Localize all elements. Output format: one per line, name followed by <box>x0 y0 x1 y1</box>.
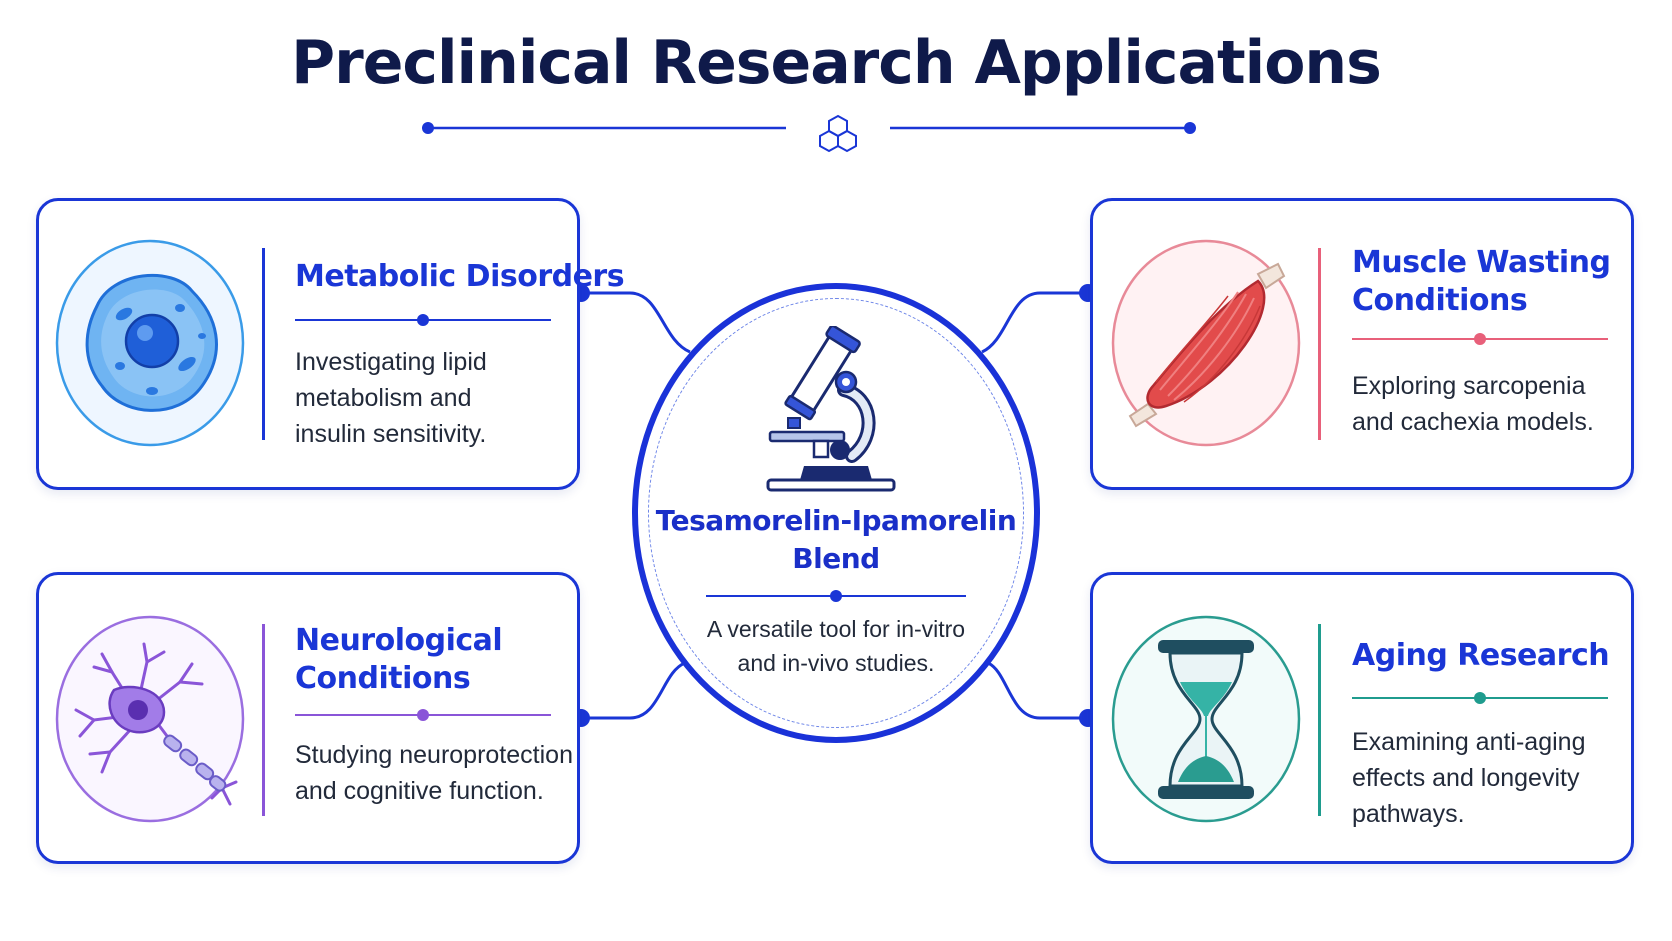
title-rule <box>295 314 551 326</box>
title-rule <box>422 122 1196 134</box>
title-rule <box>1352 692 1608 704</box>
card-description: Examining anti-aging effects and longevi… <box>1352 728 1586 828</box>
microscope-icon <box>766 326 896 492</box>
cell-icon <box>55 239 245 447</box>
center-description: A versatile tool for in-vitro and in-viv… <box>706 616 966 676</box>
page-title: Preclinical Research Applications <box>291 28 1382 98</box>
card-divider <box>1318 624 1321 816</box>
card-divider <box>262 624 265 816</box>
molecule-icon <box>819 114 857 153</box>
card-title: Muscle Wasting Conditions <box>1352 245 1611 318</box>
card-title: Metabolic Disorders <box>295 259 625 294</box>
card-title: Neurological Conditions <box>295 623 503 696</box>
card-description: Investigating lipid metabolism and insul… <box>295 348 487 448</box>
title-rule <box>1352 333 1608 345</box>
card-description: Studying neuroprotection and cognitive f… <box>295 741 573 805</box>
center-title-rule <box>706 590 966 602</box>
card-divider <box>1318 248 1321 440</box>
card-title: Aging Research <box>1352 638 1610 673</box>
hourglass-icon <box>1111 615 1301 823</box>
card-divider <box>262 248 265 440</box>
center-title: Tesamorelin-Ipamorelin Blend <box>655 504 1017 575</box>
center-node-inner-ring <box>648 298 1024 728</box>
muscle-icon <box>1111 239 1301 447</box>
connector-lines <box>581 291 1088 720</box>
neuron-icon <box>55 615 245 823</box>
card-description: Exploring sarcopenia and cachexia models… <box>1352 372 1594 436</box>
title-rule <box>295 709 551 721</box>
